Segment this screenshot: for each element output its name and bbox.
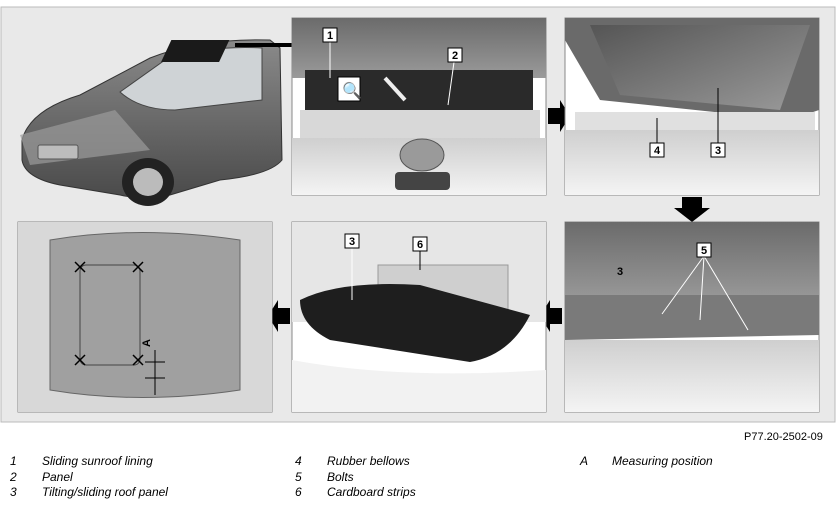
- car-overview: [20, 39, 292, 206]
- sunroof-opening: [161, 40, 230, 62]
- svg-text:🔍: 🔍: [342, 80, 362, 100]
- callout-3b: 3: [617, 266, 623, 278]
- callout-1: 1: [327, 30, 333, 42]
- callout-a: A: [141, 339, 153, 347]
- panel-step-4: 3 6: [291, 221, 547, 413]
- panel-step-2: 4 3: [564, 17, 820, 196]
- panel-step-5: A: [17, 221, 273, 413]
- sunroof-procedure-figure: 🔍 1 2 4 3 3 5: [0, 6, 836, 423]
- callout-3a: 3: [715, 145, 721, 157]
- callout-2: 2: [452, 50, 458, 62]
- panel-step-1: 🔍 1 2: [291, 17, 547, 196]
- callout-4: 4: [654, 145, 661, 157]
- panel-step-3: 3 5: [564, 221, 820, 413]
- figure-reference: P77.20-2502-09: [744, 431, 823, 443]
- callout-3c: 3: [349, 236, 355, 248]
- step-arrow-left-2: [268, 300, 290, 332]
- callout-5: 5: [701, 245, 707, 257]
- bolt-markers: [74, 261, 144, 366]
- step-arrow-down: [674, 197, 710, 222]
- callout-6: 6: [417, 239, 423, 251]
